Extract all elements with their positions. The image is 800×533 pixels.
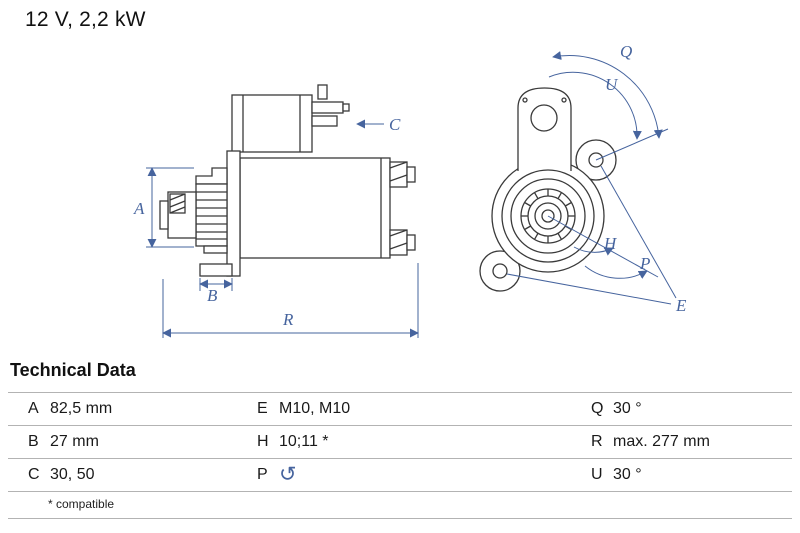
param-value: 30 ° xyxy=(605,458,792,492)
technical-data-table: A 82,5 mm E M10, M10 Q 30 ° B 27 mm H 10… xyxy=(8,392,792,492)
param-key: U xyxy=(571,458,605,492)
param-key: P xyxy=(237,458,271,492)
param-value: 10;11 * xyxy=(271,425,571,459)
solenoid-stud xyxy=(317,84,328,100)
mounting-flange xyxy=(226,150,241,277)
table-row: C 30, 50 P ↺ U 30 ° xyxy=(8,458,792,492)
param-value: 30, 50 xyxy=(42,458,237,492)
dim-label-q: Q xyxy=(620,42,632,61)
table-row: A 82,5 mm E M10, M10 Q 30 ° xyxy=(8,392,792,426)
rotation-direction-icon: ↺ xyxy=(279,463,297,486)
technical-data-heading: Technical Data xyxy=(10,360,136,380)
pinion-gear xyxy=(195,183,228,247)
param-key: H xyxy=(237,425,271,459)
dim-label-p: P xyxy=(639,254,650,273)
param-value: 30 ° xyxy=(605,392,792,426)
starter-motor-drawing: C xyxy=(133,42,687,338)
param-key: A xyxy=(8,392,42,426)
param-key: R xyxy=(571,425,605,459)
param-value: M10, M10 xyxy=(271,392,571,426)
page-title: 12 V, 2,2 kW xyxy=(25,8,146,31)
param-value: 27 mm xyxy=(42,425,237,459)
compatibility-footnote: * compatible xyxy=(48,497,115,511)
terminal-pin-upper xyxy=(311,101,344,114)
mounting-foot xyxy=(199,263,233,277)
param-value: ↺ xyxy=(271,458,571,492)
dim-label-r: R xyxy=(282,310,294,329)
bottom-divider xyxy=(8,518,792,519)
solenoid-body xyxy=(231,94,313,153)
param-value: max. 277 mm xyxy=(605,425,792,459)
end-view-drawing: Q U H P E xyxy=(479,42,687,315)
param-key: Q xyxy=(571,392,605,426)
param-key: B xyxy=(8,425,42,459)
bolt-hole-upper xyxy=(588,152,604,168)
dim-label-c: C xyxy=(389,115,401,134)
param-value: 82,5 mm xyxy=(42,392,237,426)
dim-label-a: A xyxy=(133,199,145,218)
table-row: B 27 mm H 10;11 * R max. 277 mm xyxy=(8,425,792,459)
param-key: E xyxy=(237,392,271,426)
dim-label-h: H xyxy=(603,234,618,253)
dim-label-b: B xyxy=(207,286,218,305)
terminal-pin-lower xyxy=(311,115,338,127)
motor-body xyxy=(239,157,391,259)
param-key: C xyxy=(8,458,42,492)
dim-label-e: E xyxy=(675,296,687,315)
side-view-drawing: C xyxy=(133,84,419,338)
dim-label-u: U xyxy=(605,75,619,94)
bolt-hole-lower xyxy=(492,263,508,279)
